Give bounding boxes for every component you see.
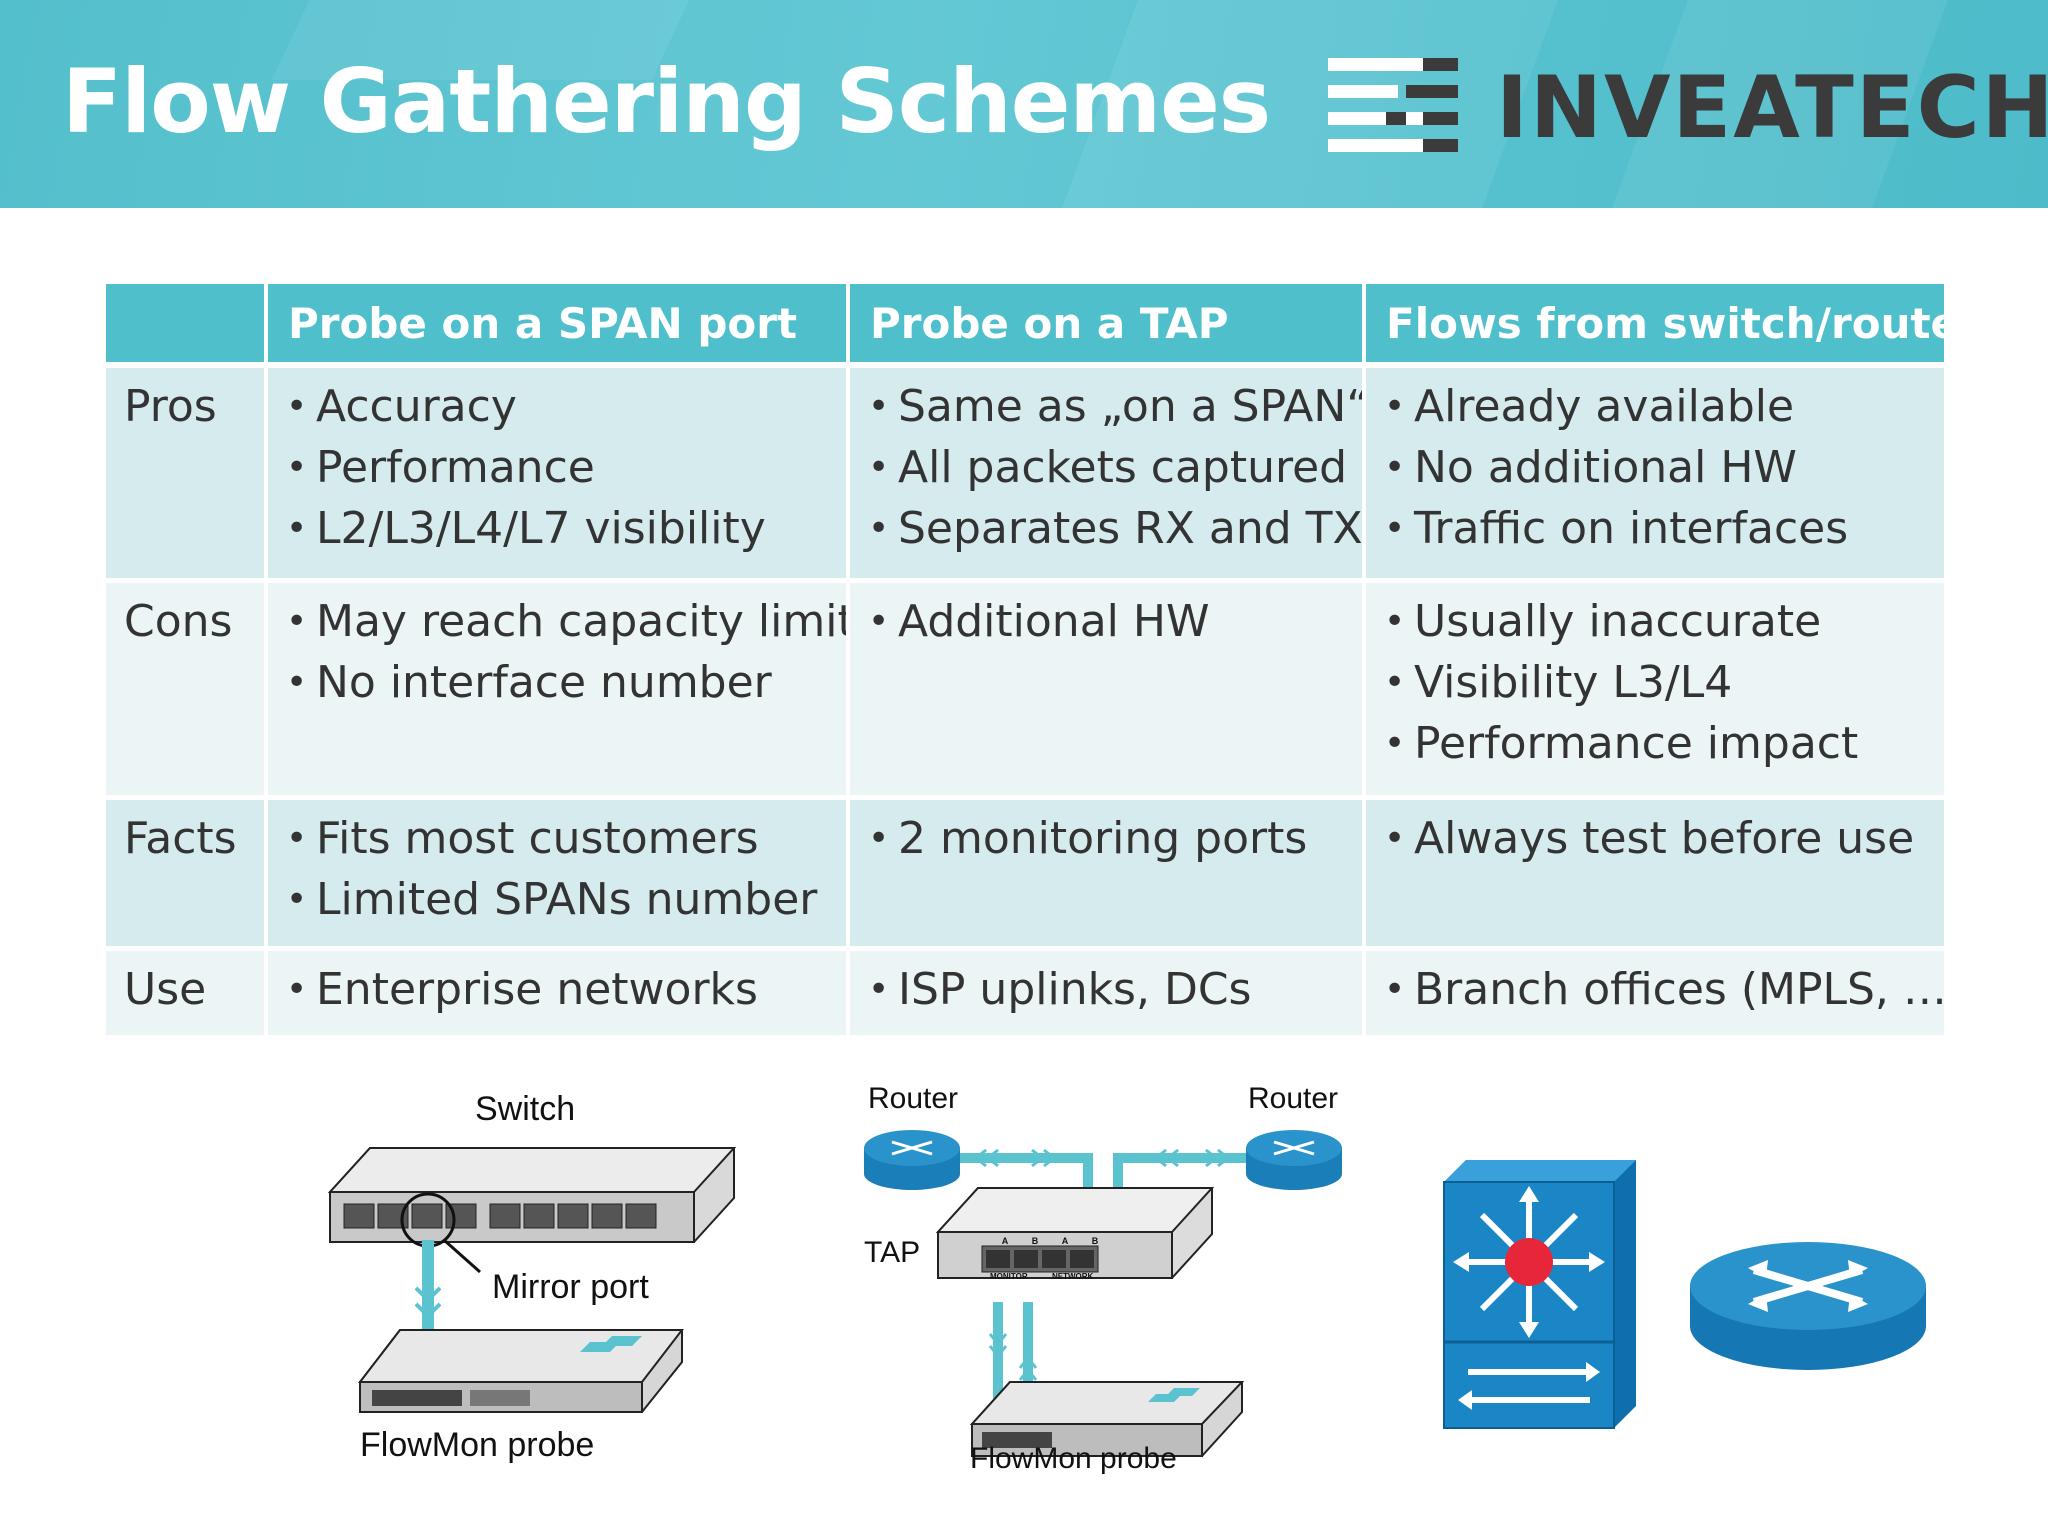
cell-pros-span: Accuracy Performance L2/L3/L4/L7 visibil… — [268, 368, 846, 583]
tap-topology-graphic — [864, 1130, 1342, 1457]
tap-diagram: Router Router TAP — [856, 1076, 1356, 1496]
list-item: Visibility L3/L4 — [1384, 652, 1944, 713]
mirror-port-label: Mirror port — [492, 1268, 649, 1306]
list-item: L2/L3/L4/L7 visibility — [286, 498, 846, 559]
port-letter: A — [1001, 1236, 1009, 1246]
list-item: Performance impact — [1384, 713, 1944, 774]
tap-device-icon — [935, 1187, 1215, 1279]
cell-pros-flows: Already available No additional HW Traff… — [1366, 368, 1944, 583]
router-left-label: Router — [868, 1082, 959, 1115]
switch-router-icons — [1440, 1156, 1940, 1446]
list-item: Always test before use — [1384, 808, 1944, 869]
cell-use-flows: Branch offices (MPLS, …) — [1366, 951, 1944, 1040]
inveatech-logo: INVEATECH — [1328, 56, 2048, 158]
flowmon-probe-label: FlowMon probe — [360, 1426, 595, 1464]
port-letter: B — [1031, 1236, 1039, 1246]
table-row-pros: Pros Accuracy Performance L2/L3/L4/L7 vi… — [106, 368, 1944, 583]
list-item: Same as „on a SPAN“ — [868, 376, 1362, 437]
list-item: Enterprise networks — [286, 959, 846, 1020]
flowmon-probe-label: FlowMon probe — [970, 1442, 1177, 1475]
list-item: Limited SPANs number — [286, 869, 846, 930]
cell-facts-span: Fits most customers Limited SPANs number — [268, 800, 846, 951]
list-item: Usually inaccurate — [1384, 591, 1944, 652]
span-port-diagram: Switch Mirror port FlowMon prob — [320, 1080, 750, 1480]
tap-label: TAP — [864, 1236, 921, 1269]
list-item: Fits most customers — [286, 808, 846, 869]
cell-cons-flows: Usually inaccurate Visibility L3/L4 Perf… — [1366, 583, 1944, 800]
inveatech-logo-icon — [1328, 58, 1458, 152]
cell-facts-tap: 2 monitoring ports — [850, 800, 1362, 951]
table-header-row: Probe on a SPAN port Probe on a TAP Flow… — [106, 284, 1980, 368]
comparison-table: Probe on a SPAN port Probe on a TAP Flow… — [102, 284, 1980, 1040]
list-item: Additional HW — [868, 591, 1362, 652]
list-item: All packets captured — [868, 437, 1362, 498]
column-header-tap: Probe on a TAP — [850, 284, 1362, 368]
cell-cons-tap: Additional HW — [850, 583, 1362, 800]
logo-wordmark: INVEATECH — [1496, 58, 2048, 158]
router-icon — [1690, 1242, 1926, 1370]
list-item: Separates RX and TX — [868, 498, 1362, 559]
list-item: No interface number — [286, 652, 846, 713]
cell-use-tap: ISP uplinks, DCs — [850, 951, 1362, 1040]
table-row-cons: Cons May reach capacity limit No interfa… — [106, 583, 1944, 800]
switch-device-icon — [327, 1147, 737, 1413]
slide-title: Flow Gathering Schemes — [62, 50, 1271, 153]
router-icon — [864, 1130, 960, 1190]
flowmon-probe-icon — [357, 1329, 685, 1413]
row-label-cons: Cons — [106, 583, 264, 800]
layer3-switch-icon — [1443, 1160, 1636, 1429]
router-right-label: Router — [1248, 1082, 1339, 1115]
tap-network-label: NETWORK — [1052, 1272, 1094, 1281]
title-banner: Flow Gathering Schemes INVEATECH — [0, 0, 2048, 208]
column-header-flows: Flows from switch/router — [1366, 284, 1980, 368]
cell-cons-span: May reach capacity limit No interface nu… — [268, 583, 846, 800]
column-header-span: Probe on a SPAN port — [268, 284, 846, 368]
list-item: ISP uplinks, DCs — [868, 959, 1362, 1020]
list-item: Performance — [286, 437, 846, 498]
list-item: May reach capacity limit — [286, 591, 846, 652]
cell-facts-flows: Always test before use — [1366, 800, 1944, 951]
tap-port-letters: A B A B — [990, 1236, 1110, 1246]
table-row-use: Use Enterprise networks ISP uplinks, DCs… — [106, 951, 1944, 1040]
row-label-pros: Pros — [106, 368, 264, 583]
router-icon — [1246, 1130, 1342, 1190]
column-header-blank — [106, 284, 264, 368]
list-item: 2 monitoring ports — [868, 808, 1362, 869]
switch-label: Switch — [475, 1090, 576, 1128]
cell-use-span: Enterprise networks — [268, 951, 846, 1040]
list-item: Accuracy — [286, 376, 846, 437]
list-item: No additional HW — [1384, 437, 1944, 498]
flowmon-probe-icon — [969, 1381, 1245, 1457]
cell-pros-tap: Same as „on a SPAN“ All packets captured… — [850, 368, 1362, 583]
row-label-use: Use — [106, 951, 264, 1040]
table-row-facts: Facts Fits most customers Limited SPANs … — [106, 800, 1944, 951]
list-item: Already available — [1384, 376, 1944, 437]
port-letter: B — [1091, 1236, 1099, 1246]
tap-monitor-label: MONITOR — [990, 1272, 1028, 1281]
port-letter: A — [1061, 1236, 1069, 1246]
list-item: Traffic on interfaces — [1384, 498, 1944, 559]
list-item: Branch offices (MPLS, …) — [1384, 959, 1944, 1020]
row-label-facts: Facts — [106, 800, 264, 951]
